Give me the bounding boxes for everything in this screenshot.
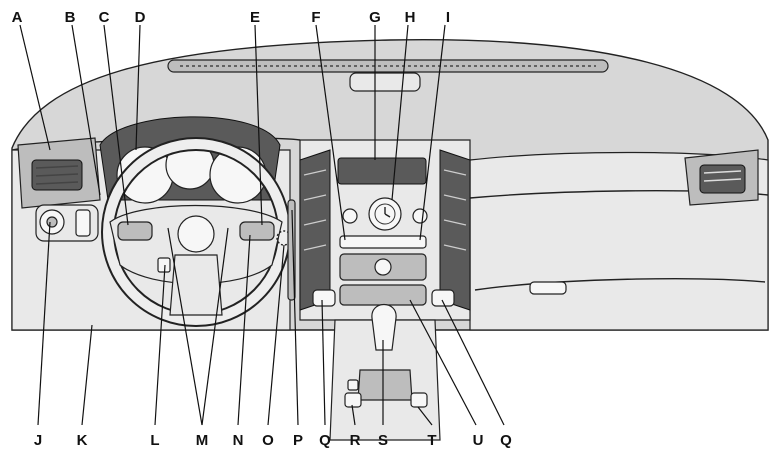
callout-c: C: [99, 9, 110, 26]
callout-r: R: [350, 432, 361, 449]
heated-wheel-button: [157, 257, 171, 273]
shift-lever: [371, 304, 397, 351]
left-seat-controls: [312, 289, 336, 307]
button-row-upper: [339, 235, 427, 249]
callout-j: J: [34, 432, 42, 449]
leader-lines: [19, 24, 505, 426]
callout-a: A: [12, 9, 23, 26]
sunload-sensor: [349, 72, 421, 92]
callout-i: I: [446, 9, 450, 26]
console-button-left: [344, 392, 362, 408]
center-console: [329, 304, 441, 441]
center-stack: [299, 139, 471, 321]
callout-h: H: [405, 9, 416, 26]
glove-box: [474, 278, 766, 295]
climate-controls: [339, 284, 427, 306]
callout-n: N: [233, 432, 244, 449]
center-vent-slats: [303, 169, 467, 251]
callout-s: S: [378, 432, 388, 449]
left-outboard-vent: [17, 137, 101, 209]
callout-f: F: [311, 9, 320, 26]
callout-t: T: [427, 432, 436, 449]
right-wheel-controls: [239, 221, 275, 241]
glove-box-handle: [529, 281, 567, 295]
callout-p: P: [293, 432, 303, 449]
callout-labels-bottom: J K L M N O P Q R S T U Q: [34, 432, 512, 449]
callout-q-left: Q: [319, 432, 331, 449]
callout-b: B: [65, 9, 76, 26]
right-seat-controls: [431, 289, 455, 307]
callout-labels-top: A B C D E F G H I: [12, 9, 451, 26]
steering-wheel: [101, 137, 291, 327]
left-wheel-controls: [117, 221, 153, 241]
callout-o: O: [262, 432, 274, 449]
callout-e: E: [250, 9, 260, 26]
callout-l: L: [150, 432, 159, 449]
console-button-right: [410, 392, 428, 408]
defrost-vent: [167, 59, 609, 73]
right-outboard-vent: [684, 149, 759, 206]
callout-g: G: [369, 9, 381, 26]
callout-u: U: [473, 432, 484, 449]
callout-q-right: Q: [500, 432, 512, 449]
callout-m: M: [196, 432, 209, 449]
exterior-lamp-control: [35, 204, 99, 242]
infotainment-display: [337, 157, 427, 185]
callout-d: D: [135, 9, 146, 26]
callout-k: K: [77, 432, 88, 449]
